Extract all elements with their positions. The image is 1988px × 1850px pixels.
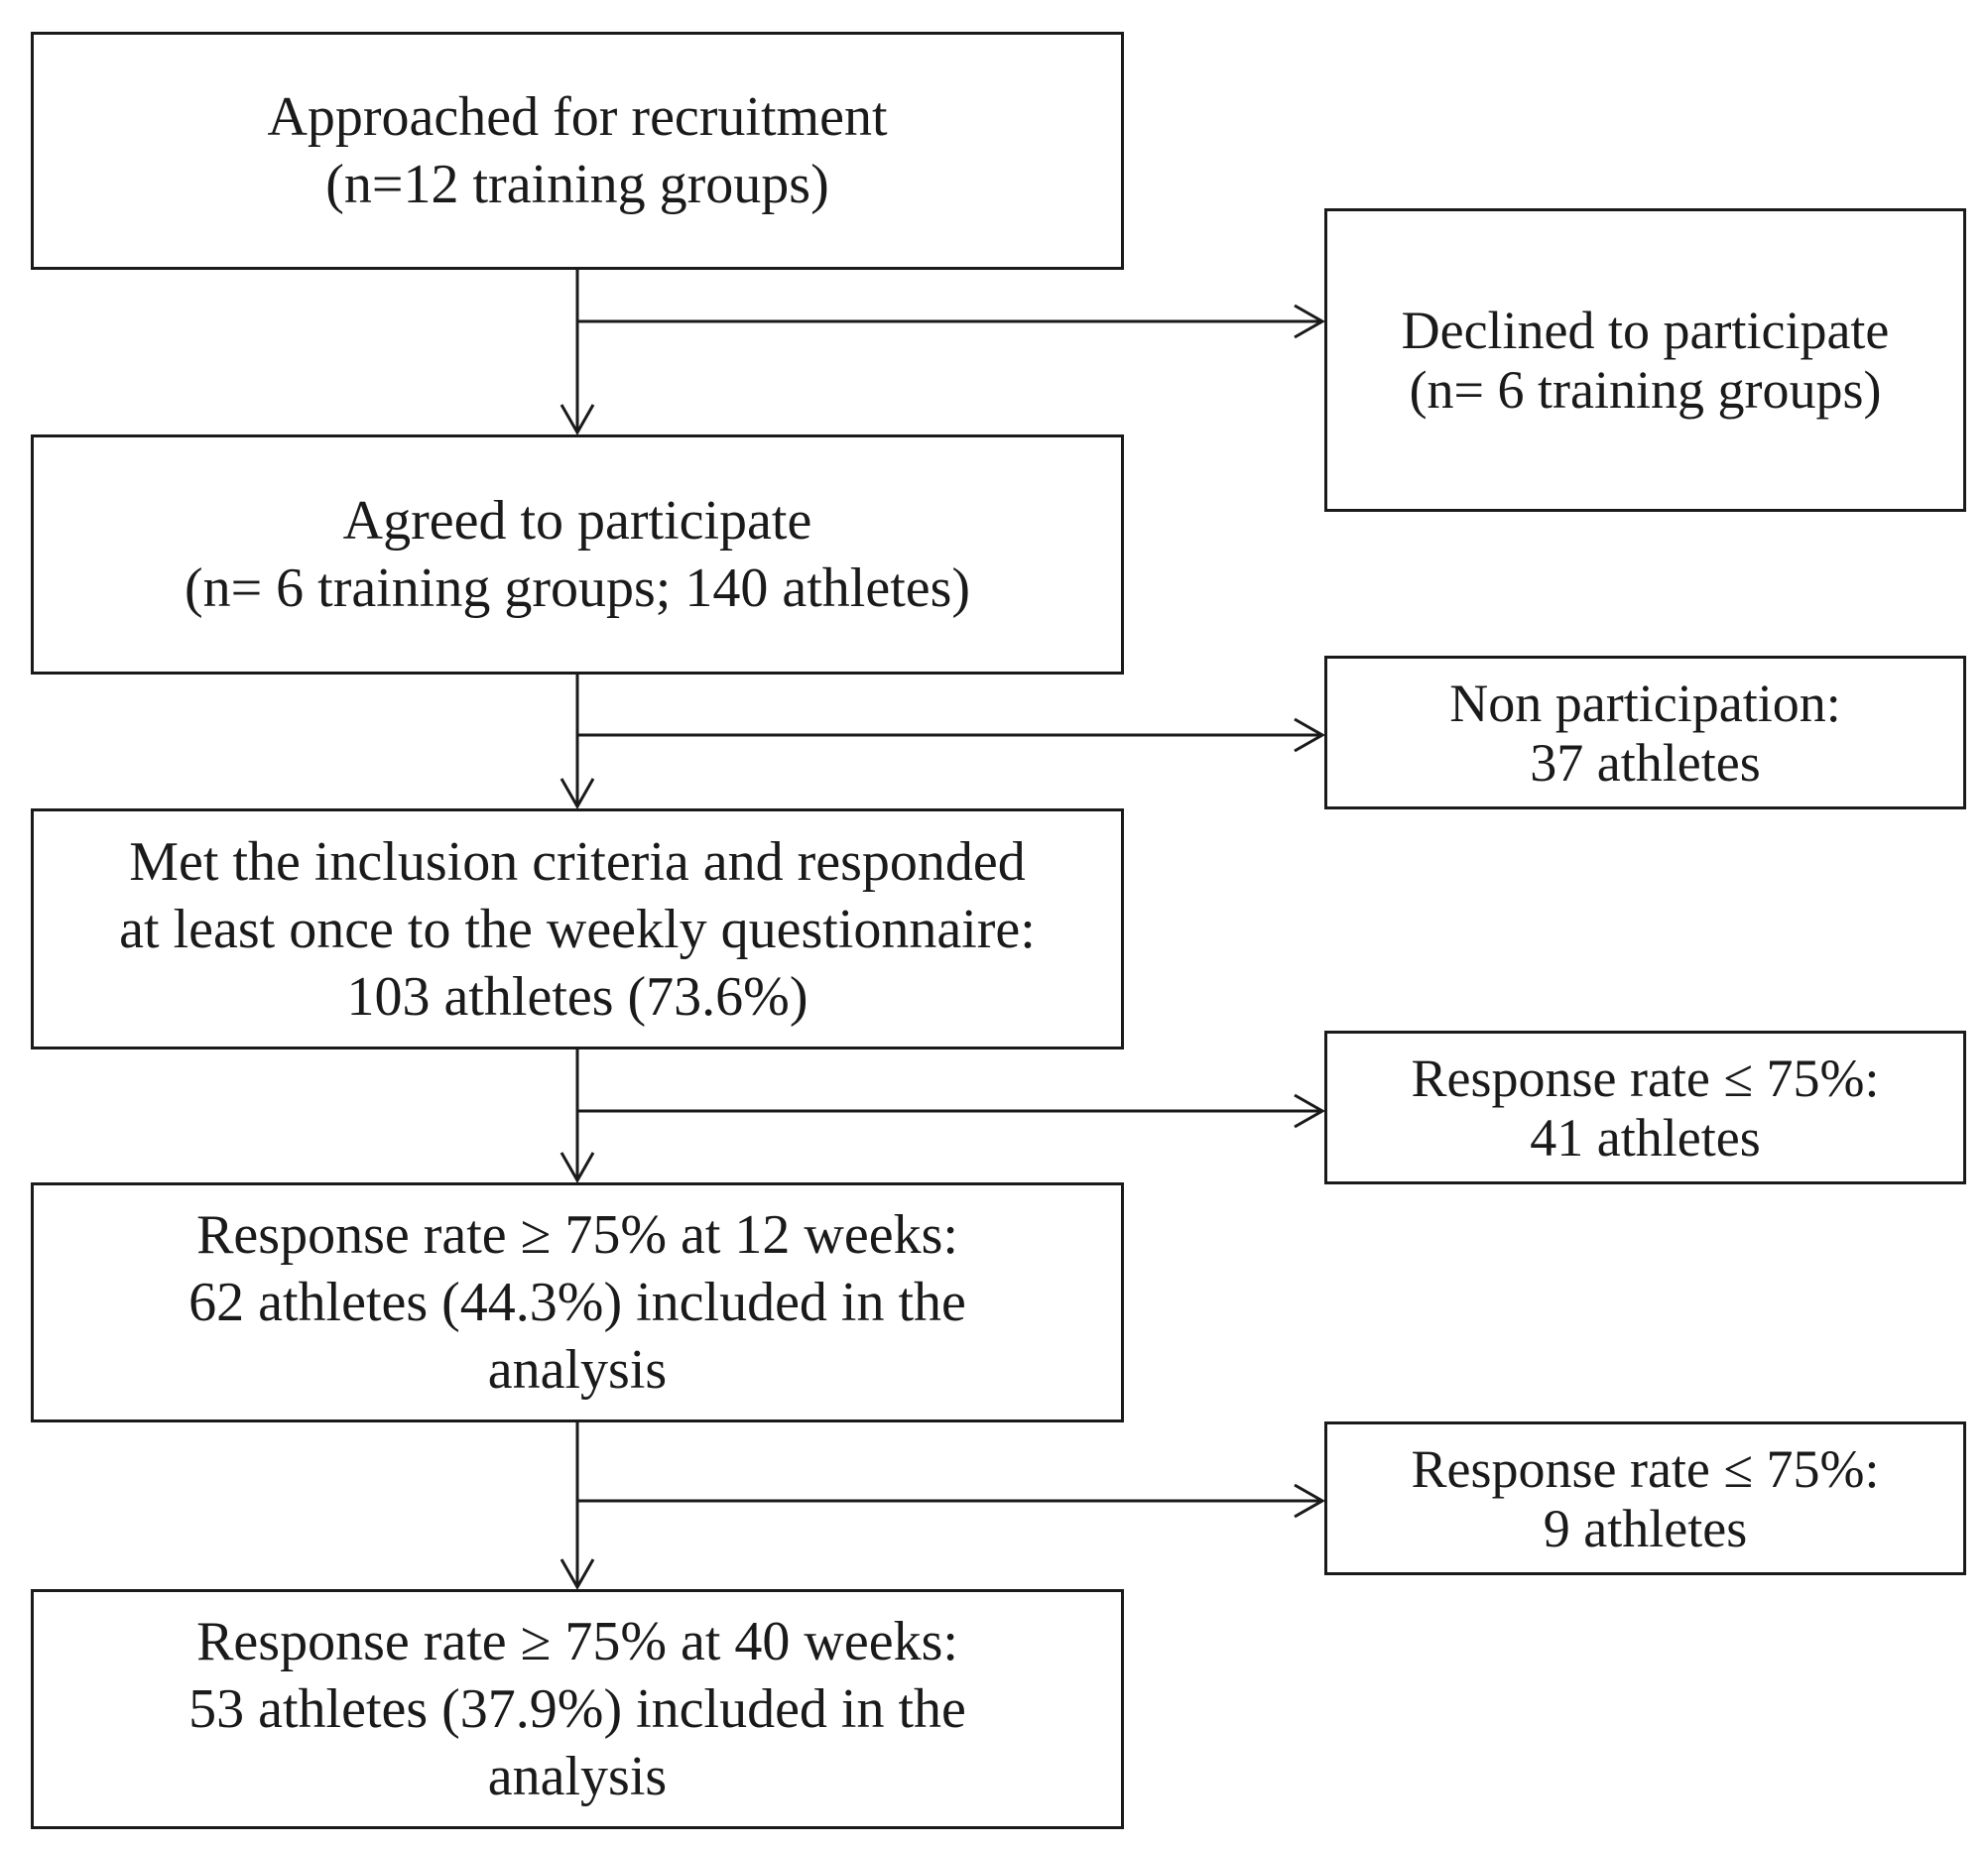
approached-box: Approached for recruitment (n=12 trainin… [31, 32, 1124, 270]
response-rate-41-line-1: Response rate ≤ 75%: [1411, 1048, 1880, 1108]
agreed-line-1: Agreed to participate [342, 490, 812, 552]
agreed-box: Agreed to participate (n= 6 training gro… [31, 434, 1124, 675]
forty-weeks-line-2: 53 athletes (37.9%) included in the [188, 1678, 966, 1740]
inclusion-line-2: at least once to the weekly questionnair… [119, 898, 1036, 960]
non-participation-line-2: 37 athletes [1530, 732, 1761, 793]
declined-line-2: (n= 6 training groups) [1409, 360, 1882, 420]
twelve-weeks-line-2: 62 athletes (44.3%) included in the [188, 1272, 966, 1333]
forty-weeks-box: Response rate ≥ 75% at 40 weeks: 53 athl… [31, 1589, 1124, 1829]
non-participation-box: Non participation: 37 athletes [1324, 656, 1966, 809]
response-rate-9-line-1: Response rate ≤ 75%: [1411, 1438, 1880, 1499]
declined-line-1: Declined to participate [1401, 301, 1890, 360]
forty-weeks-line-1: Response rate ≥ 75% at 40 weeks: [196, 1611, 958, 1672]
declined-box: Declined to participate (n= 6 training g… [1324, 208, 1966, 512]
response-rate-9-line-2: 9 athletes [1543, 1498, 1748, 1558]
non-participation-line-1: Non participation: [1449, 673, 1841, 733]
approached-line-2: (n=12 training groups) [325, 154, 829, 215]
inclusion-line-3: 103 athletes (73.6%) [346, 965, 808, 1028]
approached-line-1: Approached for recruitment [267, 86, 888, 148]
agreed-line-2: (n= 6 training groups; 140 athletes) [184, 557, 971, 619]
response-rate-9-box: Response rate ≤ 75%: 9 athletes [1324, 1421, 1966, 1575]
inclusion-line-1: Met the inclusion criteria and responded [129, 830, 1026, 893]
forty-weeks-line-3: analysis [487, 1746, 668, 1807]
twelve-weeks-line-1: Response rate ≥ 75% at 12 weeks: [196, 1204, 958, 1266]
twelve-weeks-box: Response rate ≥ 75% at 12 weeks: 62 athl… [31, 1182, 1124, 1422]
inclusion-criteria-box: Met the inclusion criteria and responded… [31, 808, 1124, 1049]
response-rate-41-line-2: 41 athletes [1530, 1107, 1761, 1168]
twelve-weeks-line-3: analysis [487, 1339, 668, 1401]
response-rate-41-box: Response rate ≤ 75%: 41 athletes [1324, 1031, 1966, 1184]
